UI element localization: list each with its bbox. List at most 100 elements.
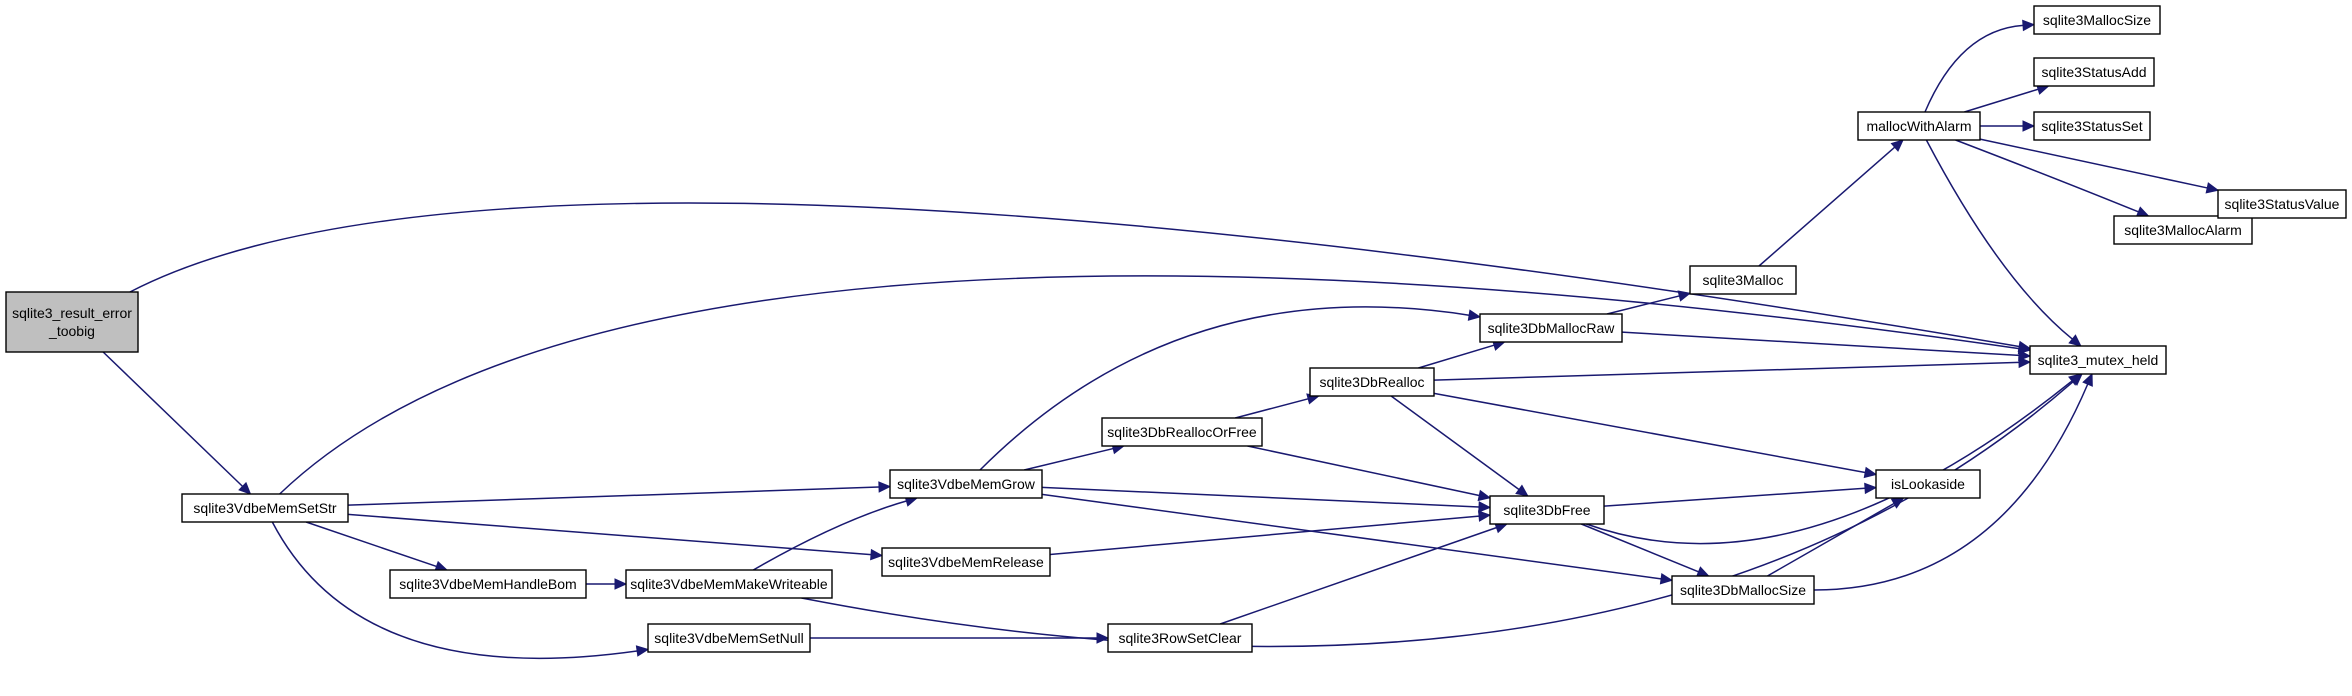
node-mutex_held[interactable]: sqlite3_mutex_held: [2029, 345, 2167, 375]
node-StatusValue[interactable]: sqlite3StatusValue: [2217, 189, 2347, 219]
edge-VdbeMemSetStr-to-mutex_held: [279, 275, 2032, 495]
edge-line: [752, 500, 907, 571]
node-VdbeMemHandleBom[interactable]: sqlite3VdbeMemHandleBom: [389, 569, 587, 599]
node-box: [1489, 495, 1605, 525]
node-label: sqlite3_mutex_held: [2038, 352, 2159, 368]
node-label: sqlite3DbReallocOrFree: [1107, 424, 1257, 440]
edge-DbMallocSize-to-mutex_held: [1813, 372, 2093, 591]
node-box: [1479, 313, 1623, 343]
node-DbMallocRaw[interactable]: sqlite3DbMallocRaw: [1479, 313, 1623, 343]
node-label: sqlite3MallocAlarm: [2124, 222, 2241, 238]
arrowhead-icon: [2018, 356, 2032, 369]
arrowhead-icon: [1478, 510, 1492, 522]
edge-DbRealloc-to-mutex_held: [1433, 356, 2032, 381]
node-MallocSize[interactable]: sqlite3MallocSize: [2033, 5, 2161, 35]
arrowhead-icon: [1467, 309, 1482, 321]
edge-VdbeMemSetStr-to-VdbeMemHandleBom: [305, 521, 449, 572]
node-label: sqlite3StatusSet: [2041, 118, 2142, 134]
node-VdbeMemMakeWriteable[interactable]: sqlite3VdbeMemMakeWriteable: [625, 569, 833, 599]
edge-line: [979, 306, 1470, 471]
edge-line: [1586, 380, 2073, 545]
edge-line: [1621, 331, 2020, 357]
node-DbFree[interactable]: sqlite3DbFree: [1489, 495, 1605, 525]
node-box: [2033, 57, 2155, 87]
arrowhead-icon: [2205, 182, 2220, 194]
node-VdbeMemSetStr[interactable]: sqlite3VdbeMemSetStr: [181, 493, 349, 523]
edge-mallocWithAlarm-to-mutex_held: [1925, 139, 2082, 347]
node-Malloc[interactable]: sqlite3Malloc: [1689, 265, 1797, 295]
node-box: [1671, 575, 1815, 605]
edge-line: [1955, 139, 2139, 213]
node-label: sqlite3MallocSize: [2043, 12, 2151, 28]
edge-Malloc-to-mallocWithAlarm: [1758, 139, 1904, 267]
edge-VdbeMemGrow-to-DbFree: [1041, 486, 1492, 513]
edge-DbReallocOrFree-to-DbFree: [1247, 445, 1492, 502]
node-mallocWithAlarm[interactable]: mallocWithAlarm: [1857, 111, 1981, 141]
call-graph-nodes: sqlite3_result_error_toobig sqlite3VdbeMe…: [5, 5, 2347, 653]
edge-VdbeMemGrow-to-DbMallocRaw: [979, 306, 1482, 471]
node-VdbeMemRelease[interactable]: sqlite3VdbeMemRelease: [881, 547, 1051, 577]
edge-DbMallocSize-to-isLookaside: [1767, 497, 1905, 577]
edge-line: [347, 513, 872, 556]
node-DbReallocOrFree[interactable]: sqlite3DbReallocOrFree: [1101, 417, 1263, 447]
edge-DbFree-to-isLookaside: [1603, 482, 1878, 507]
node-DbMallocSize[interactable]: sqlite3DbMallocSize: [1671, 575, 1815, 605]
node-RowSetClear[interactable]: sqlite3RowSetClear: [1107, 623, 1253, 653]
node-box: [647, 623, 811, 653]
edge-VdbeMemSetNull-to-RowSetClear: [810, 632, 1110, 644]
arrowhead-icon: [2082, 372, 2093, 387]
edge-line: [279, 275, 2020, 495]
edge-DbRealloc-to-DbMallocRaw: [1418, 339, 1506, 369]
arrowhead-icon: [1515, 484, 1529, 497]
node-DbRealloc[interactable]: sqlite3DbRealloc: [1309, 367, 1435, 397]
node-box: [1875, 469, 1981, 499]
node-VdbeMemGrow[interactable]: sqlite3VdbeMemGrow: [889, 469, 1043, 499]
node-box: [1309, 367, 1435, 397]
node-label: sqlite3StatusAdd: [2041, 64, 2146, 80]
node-label: sqlite3VdbeMemMakeWriteable: [630, 576, 828, 592]
arrowhead-icon: [1890, 139, 1904, 152]
edge-VdbeMemGrow-to-DbMallocSize: [1041, 493, 1674, 585]
node-isLookaside[interactable]: isLookaside: [1875, 469, 1981, 499]
node-box: [2217, 189, 2347, 219]
arrowhead-icon: [1863, 466, 1878, 479]
node-label: isLookaside: [1891, 476, 1965, 492]
node-VdbeMemSetNull[interactable]: sqlite3VdbeMemSetNull: [647, 623, 811, 653]
edge-VdbeMemHandleBom-to-VdbeMemMakeWriteable: [586, 578, 628, 590]
node-box: [5, 291, 139, 353]
edge-line: [1219, 526, 1497, 625]
node-label: sqlite3Malloc: [1703, 272, 1784, 288]
node-label: sqlite3RowSetClear: [1119, 630, 1242, 646]
edge-line: [1041, 486, 1480, 508]
node-label: sqlite3DbMallocRaw: [1488, 320, 1616, 336]
node-MallocAlarm[interactable]: sqlite3MallocAlarm: [2113, 215, 2253, 245]
edge-line: [347, 486, 880, 506]
node-result_error_toobig[interactable]: sqlite3_result_error_toobig: [5, 291, 139, 353]
edge-mallocWithAlarm-to-StatusValue: [1979, 138, 2220, 194]
edge-line: [1603, 487, 1866, 507]
edge-line: [1758, 146, 1896, 267]
edge-line: [1235, 398, 1309, 419]
arrowhead-icon: [635, 645, 650, 657]
edge-mallocWithAlarm-to-MallocAlarm: [1955, 139, 2150, 218]
arrowhead-icon: [1677, 290, 1692, 302]
node-label: _toobig: [48, 323, 95, 339]
node-StatusAdd[interactable]: sqlite3StatusAdd: [2033, 57, 2155, 87]
node-box: [1107, 623, 1253, 653]
node-box: [625, 569, 833, 599]
edge-line: [1041, 493, 1662, 580]
node-box: [1689, 265, 1797, 295]
edge-result_error_toobig-to-VdbeMemSetStr: [102, 351, 252, 495]
edge-line: [129, 202, 2020, 348]
arrowhead-icon: [1478, 501, 1492, 513]
node-StatusSet[interactable]: sqlite3StatusSet: [2033, 111, 2151, 141]
edge-line: [1247, 445, 1480, 497]
arrowhead-icon: [1695, 566, 1710, 578]
edge-VdbeMemSetStr-to-VdbeMemSetNull: [271, 521, 650, 660]
edge-mallocWithAlarm-to-MallocSize: [1924, 19, 2036, 113]
arrowhead-icon: [1096, 632, 1110, 644]
node-box: [1101, 417, 1263, 447]
edge-VdbeMemSetStr-to-VdbeMemGrow: [347, 481, 892, 506]
edge-DbMallocRaw-to-mutex_held: [1621, 331, 2032, 362]
